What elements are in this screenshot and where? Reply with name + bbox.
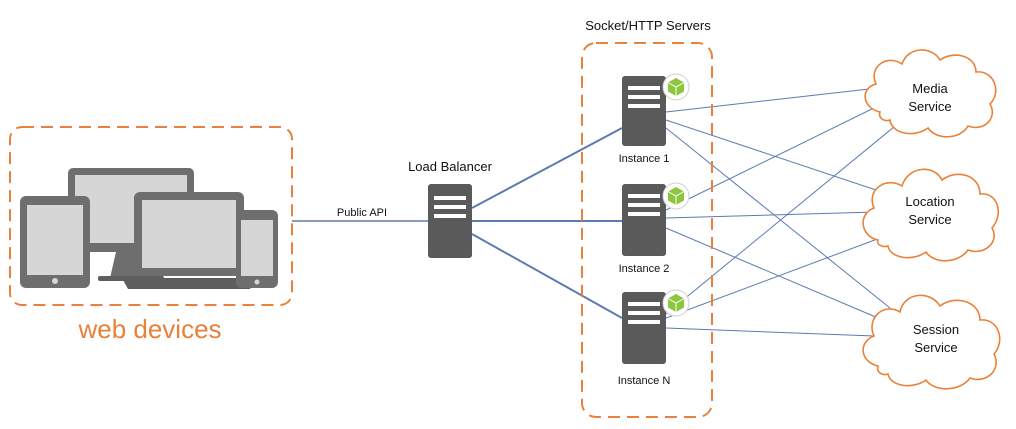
media-service-label-line1: Media xyxy=(912,81,948,96)
servers-group-label: Socket/HTTP Servers xyxy=(585,18,711,33)
link-in-location xyxy=(665,237,881,319)
session-service-label-line1: Session xyxy=(913,322,959,337)
location-service-label-line1: Location xyxy=(905,194,954,209)
web-devices-group: web devices xyxy=(9,126,293,344)
cloud-icon xyxy=(862,294,1001,390)
media-service-label-line2: Service xyxy=(908,99,951,114)
nodejs-hexagon-icon xyxy=(662,289,690,317)
link-i1-media xyxy=(665,87,879,113)
session-service-label-line2: Service xyxy=(914,340,957,355)
link-in-session xyxy=(665,327,875,337)
link-i2-media xyxy=(665,104,881,211)
connections xyxy=(292,87,901,337)
cloud-icon xyxy=(864,49,997,138)
link-i1-session xyxy=(665,127,891,309)
web-devices-label: web devices xyxy=(77,314,221,344)
instance-n-node: Instance N xyxy=(618,289,690,387)
instance-1-server-icon xyxy=(622,76,666,146)
load-balancer-server-icon xyxy=(428,184,472,258)
link-i1-location xyxy=(665,119,877,191)
nodejs-hexagon-icon xyxy=(662,73,690,101)
phone-icon xyxy=(236,210,278,288)
instance-n-server-icon xyxy=(622,292,666,364)
instance-1-label: Instance 1 xyxy=(619,153,670,165)
instance-2-node: Instance 2 xyxy=(619,182,690,275)
cloud-icon xyxy=(862,168,1000,262)
web-devices-border xyxy=(9,126,293,306)
tablet-icon xyxy=(20,196,90,288)
public-api-label: Public API xyxy=(337,207,387,219)
link-i2-session xyxy=(665,227,879,319)
link-lb-instance-1 xyxy=(471,127,623,209)
load-balancer-label: Load Balancer xyxy=(408,159,493,174)
servers-group-border xyxy=(581,42,713,418)
link-lb-instance-n xyxy=(471,233,623,319)
instance-1-node: Instance 1 xyxy=(619,73,690,165)
servers-group: Socket/HTTP Servers Instance 1 xyxy=(581,18,713,418)
instance-2-server-icon xyxy=(622,184,666,256)
location-service-label-line2: Service xyxy=(908,212,951,227)
media-service-node: Media Service xyxy=(864,49,997,138)
laptop-icon xyxy=(122,192,256,289)
link-i2-location xyxy=(665,211,877,219)
link-in-media xyxy=(665,121,901,315)
session-service-node: Session Service xyxy=(862,294,1001,390)
nodejs-hexagon-icon xyxy=(662,182,690,210)
instance-n-label: Instance N xyxy=(618,375,671,387)
instance-2-label: Instance 2 xyxy=(619,263,670,275)
load-balancer-node: Load Balancer xyxy=(408,159,493,258)
location-service-node: Location Service xyxy=(862,168,1000,262)
